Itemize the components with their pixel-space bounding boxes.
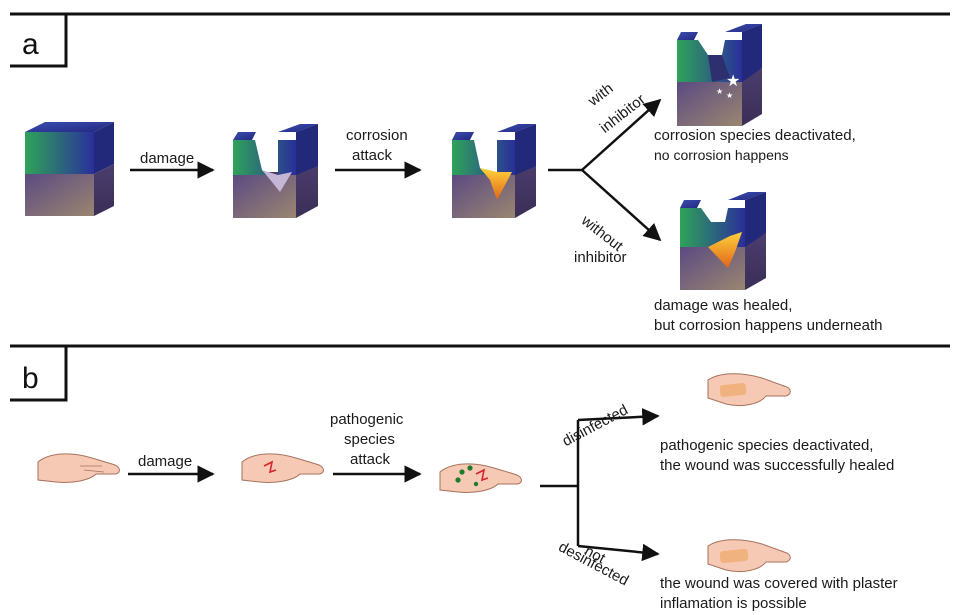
result-b-top-line2: the wound was successfully healed [660, 457, 894, 474]
plaster-bandage-2 [719, 548, 749, 564]
label-pathogenic: pathogenic [330, 411, 404, 428]
label-species: species [344, 431, 395, 448]
arrow-without-inhibitor [581, 169, 662, 242]
wound-mark-infected [475, 468, 489, 482]
arrow-disinfected-head [577, 408, 660, 426]
intact-hand [37, 453, 120, 483]
label-disinfected: disinfected [560, 401, 631, 450]
label-damage-b: damage [138, 453, 192, 470]
result-a-top-line2: no corrosion happens [654, 147, 789, 163]
result-b-top-line1: pathogenic species deactivated, [660, 437, 873, 454]
intact-coated-metal-block [25, 122, 114, 216]
wounded-hand [241, 453, 324, 483]
plastered-hand [707, 539, 791, 573]
arrow-not-disinfected-head [577, 543, 660, 562]
infected-hand [439, 463, 522, 493]
plaster-bandage [719, 382, 747, 398]
inhibitor-star-icon: ★ [726, 71, 740, 90]
label-attack-b: attack [350, 451, 391, 468]
label-damage-a: damage [140, 150, 194, 167]
pathogen-dot [459, 469, 465, 475]
result-a-bottom-line1: damage was healed, [654, 297, 792, 314]
hidden-corrosion-spot [708, 232, 742, 268]
disinfected-hand [707, 373, 791, 407]
corroding-coated-metal-block [452, 124, 536, 218]
label-corrosion: corrosion [346, 127, 408, 144]
result-a-bottom-line2: but corrosion happens underneath [654, 317, 883, 334]
panel-b-letter: b [22, 362, 39, 395]
inhibited-healed-block: ★ ★ ★ [677, 24, 762, 126]
result-b-bottom-line1: the wound was covered with plaster [660, 575, 898, 592]
scratched-coated-metal-block [233, 124, 318, 218]
arrow-with-inhibitor [581, 98, 662, 171]
pathogen-dot [455, 477, 461, 483]
label-with: with [584, 80, 616, 110]
panel-b: b damage pathogenic species attack [10, 344, 950, 612]
panel-a: a damage corrosion attack [10, 12, 950, 334]
panel-a-label-frame [10, 14, 68, 68]
label-inhibitor-bottom: inhibitor [574, 249, 627, 266]
label-attack: attack [352, 147, 393, 164]
pathogen-dot [467, 465, 473, 471]
panel-b-label-frame [10, 346, 68, 402]
panel-a-letter: a [22, 28, 39, 61]
result-a-top-line1: corrosion species deactivated, [654, 127, 856, 144]
inhibitor-star-icon-small: ★ [716, 87, 723, 96]
result-b-bottom-line2: inflamation is possible [660, 595, 807, 612]
corrosion-spot [480, 168, 512, 200]
inhibitor-star-icon-small-2: ★ [726, 91, 733, 100]
uninhibited-corroding-block [680, 192, 766, 290]
wound-mark [263, 460, 277, 474]
pathogen-dot [473, 481, 479, 487]
